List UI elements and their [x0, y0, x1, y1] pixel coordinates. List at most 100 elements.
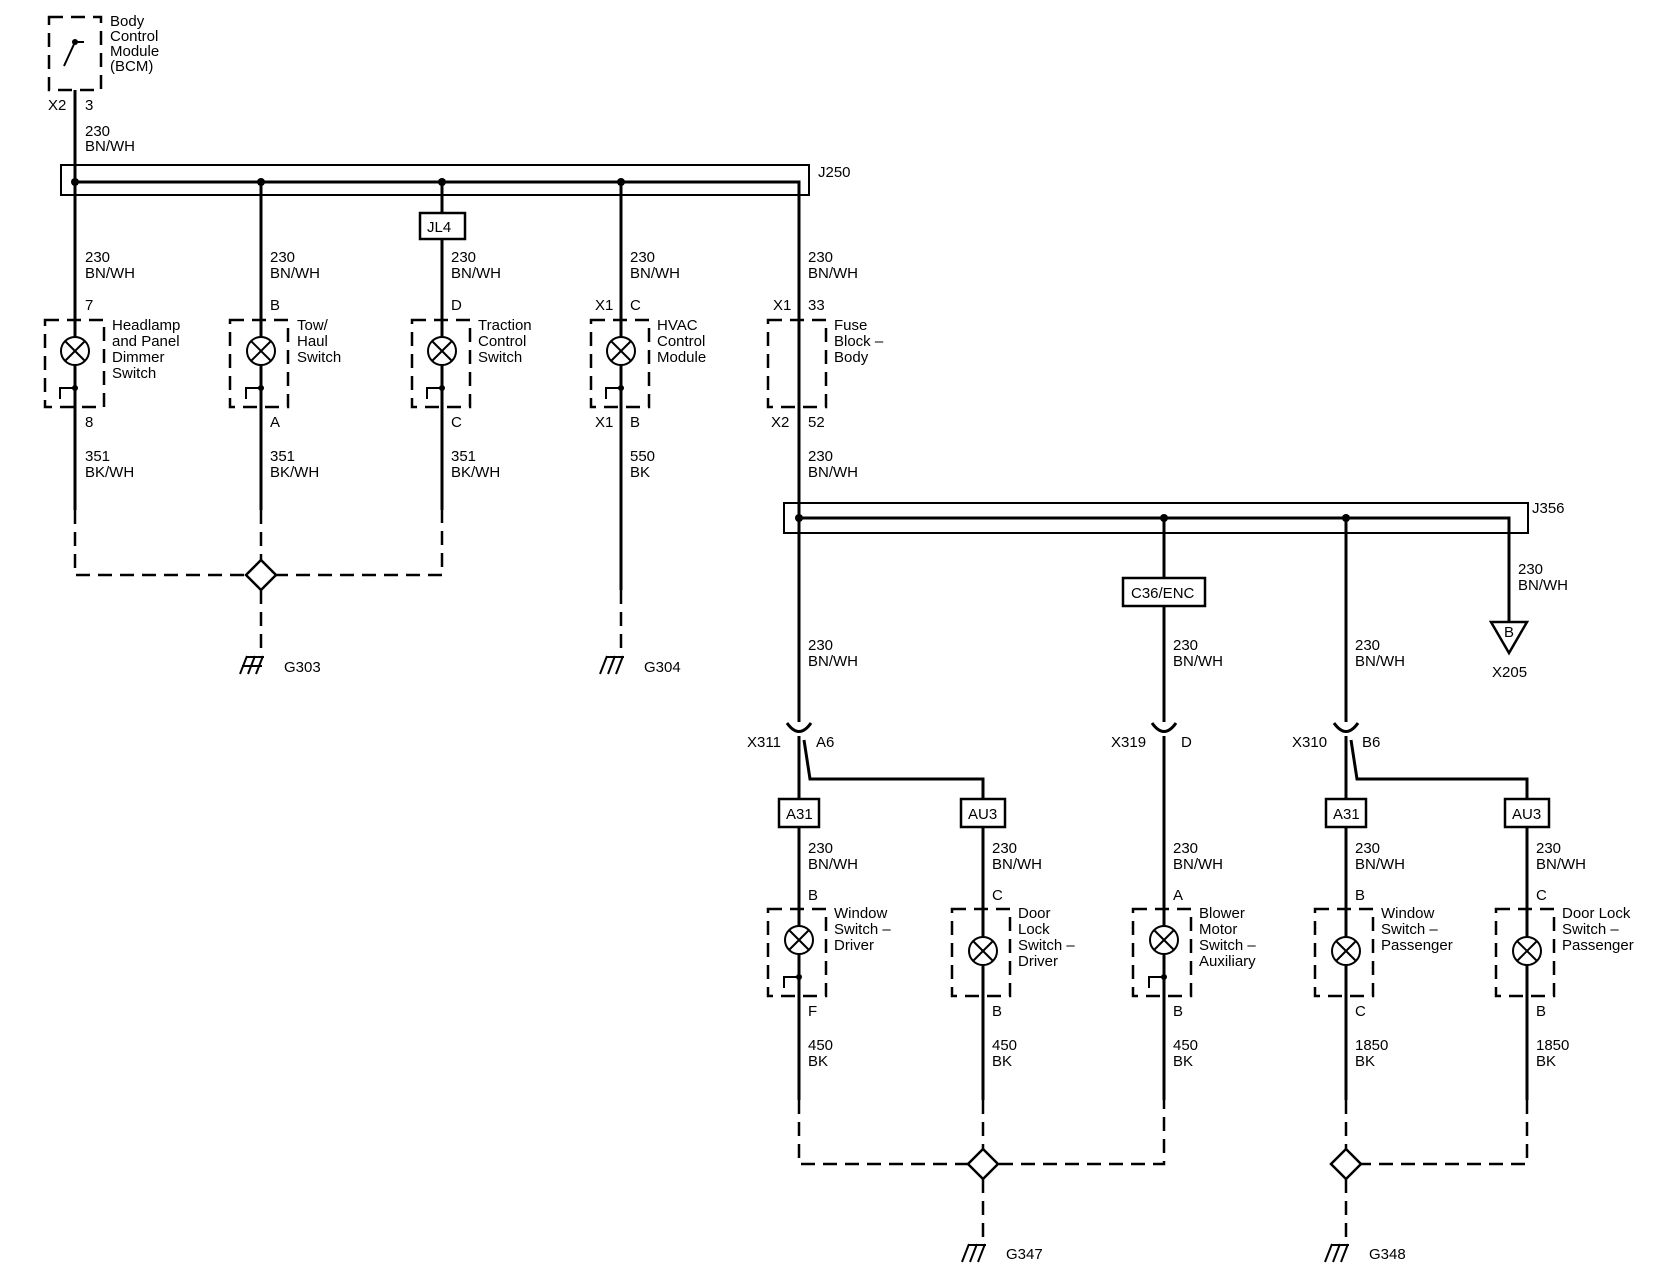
x311-pin: A6	[816, 734, 834, 751]
headlamp-dimmer-switch: Headlamp and Panel Dimmer Switch	[43, 317, 180, 409]
sw1-pin-in: B	[808, 887, 818, 904]
br4-conn-out: X1	[595, 414, 613, 431]
ground-g304-label: G304	[644, 659, 681, 676]
sw4-pin-in: B	[1355, 887, 1365, 904]
br4-pin-in: C	[630, 297, 641, 314]
br2-out-circuit: 351	[270, 448, 295, 465]
mid2-color: BN/WH	[1173, 653, 1223, 670]
sw5-in-circuit: 230	[1536, 840, 1561, 857]
br5-conn-out: X2	[771, 414, 789, 431]
sw3-label-3: Switch –	[1199, 937, 1256, 954]
sw2-label-2: Lock	[1018, 921, 1050, 938]
br5-pin-out: 52	[808, 414, 825, 431]
sw2-out-circuit: 450	[992, 1037, 1017, 1054]
splice-j356: J356	[783, 500, 1565, 534]
sw3-out-color: BK	[1173, 1053, 1193, 1070]
sw2-label-3: Switch –	[1018, 937, 1075, 954]
sw5-label-3: Passenger	[1562, 937, 1634, 954]
a31-driver-label: A31	[786, 806, 813, 823]
tow-haul-switch: Tow/ Haul Switch	[228, 317, 341, 409]
br4-conn-in: X1	[595, 297, 613, 314]
ground-g347: G347	[797, 1100, 1166, 1263]
window-switch-driver: Window Switch – Driver	[766, 905, 891, 998]
connector-x319: X319 D	[1111, 722, 1192, 909]
sw5-pin-in: C	[1536, 887, 1547, 904]
x319-pin: D	[1181, 734, 1192, 751]
bcm-wire-color: BN/WH	[85, 138, 135, 155]
sw2-in-circuit: 230	[992, 840, 1017, 857]
br3-in-color: BN/WH	[451, 265, 501, 282]
traction-label-3: Switch	[478, 349, 522, 366]
mid1-circuit: 230	[808, 637, 833, 654]
sw5-out-color: BK	[1536, 1053, 1556, 1070]
bcm-connector: X2	[48, 97, 66, 114]
sw1-out-circuit: 450	[808, 1037, 833, 1054]
br3-pin-in: D	[451, 297, 462, 314]
br4-out-color: BK	[630, 464, 650, 481]
splice-j250-label: J250	[818, 164, 851, 181]
tow-label-1: Tow/	[297, 317, 329, 334]
au3-driver-label: AU3	[968, 806, 997, 823]
br5-pin-in: 33	[808, 297, 825, 314]
br4-in-color: BN/WH	[630, 265, 680, 282]
hvac-label-2: Control	[657, 333, 705, 350]
mid3-circuit: 230	[1355, 637, 1380, 654]
sw1-pin-out: F	[808, 1003, 817, 1020]
br1-in-color: BN/WH	[85, 265, 135, 282]
br2-pin-in: B	[270, 297, 280, 314]
option-a31-driver: A31	[777, 797, 821, 829]
bcm-label-2: Control	[110, 28, 158, 45]
headlamp-label-4: Switch	[112, 365, 156, 382]
br1-pin-out: 8	[85, 414, 93, 431]
br1-in-circuit: 230	[85, 249, 110, 266]
br4-in-circuit: 230	[630, 249, 655, 266]
br2-out-color: BK/WH	[270, 464, 319, 481]
au3-passenger-label: AU3	[1512, 806, 1541, 823]
headlamp-label-3: Dimmer	[112, 349, 165, 366]
br5-in-circuit: 230	[808, 249, 833, 266]
sw4-in-circuit: 230	[1355, 840, 1380, 857]
a31-passenger-label: A31	[1333, 806, 1360, 823]
traction-label-2: Control	[478, 333, 526, 350]
x205-label: X205	[1492, 664, 1527, 681]
sw4-label-3: Passenger	[1381, 937, 1453, 954]
sw3-out-circuit: 450	[1173, 1037, 1198, 1054]
headlamp-label-2: and Panel	[112, 333, 180, 350]
hvac-label-3: Module	[657, 349, 706, 366]
x311-name: X311	[747, 734, 781, 751]
sw3-pin-out: B	[1173, 1003, 1183, 1020]
option-a31-passenger: A31	[1324, 797, 1368, 829]
x205-wire-color: BN/WH	[1518, 577, 1568, 594]
fuse-label-1: Fuse	[834, 317, 867, 334]
traction-control-switch: Traction Control Switch	[410, 317, 532, 409]
option-au3-driver: AU3	[959, 797, 1007, 829]
br1-out-color: BK/WH	[85, 464, 134, 481]
fuse-label-3: Body	[834, 349, 869, 366]
fuse-block-body: Fuse Block – Body	[766, 317, 884, 409]
bcm-label-3: Module	[110, 43, 159, 60]
ground-g303-label: G303	[284, 659, 321, 676]
inline-c36-enc: C36/ENC	[1121, 576, 1207, 608]
sw1-in-color: BN/WH	[808, 856, 858, 873]
br5-out-color: BN/WH	[808, 464, 858, 481]
option-au3-passenger: AU3	[1503, 797, 1551, 829]
sw5-in-color: BN/WH	[1536, 856, 1586, 873]
sw2-in-color: BN/WH	[992, 856, 1042, 873]
br3-pin-out: C	[451, 414, 462, 431]
br5-in-color: BN/WH	[808, 265, 858, 282]
x205-pin: B	[1504, 624, 1514, 641]
x319-name: X319	[1111, 734, 1146, 751]
sw2-label-1: Door	[1018, 905, 1051, 922]
x205-wire-circuit: 230	[1518, 561, 1543, 578]
hvac-label-1: HVAC	[657, 317, 698, 334]
door-lock-switch-passenger: Door Lock Switch – Passenger	[1494, 905, 1634, 998]
br3-out-circuit: 351	[451, 448, 476, 465]
bcm-label-4: (BCM)	[110, 58, 153, 75]
x310-name: X310	[1292, 734, 1327, 751]
sw4-out-color: BK	[1355, 1053, 1375, 1070]
inline-c36-label: C36/ENC	[1131, 585, 1195, 602]
headlamp-label-1: Headlamp	[112, 317, 180, 334]
sw4-label-1: Window	[1381, 905, 1435, 922]
blower-motor-switch-auxiliary: Blower Motor Switch – Auxiliary	[1131, 905, 1256, 998]
br1-out-circuit: 351	[85, 448, 110, 465]
